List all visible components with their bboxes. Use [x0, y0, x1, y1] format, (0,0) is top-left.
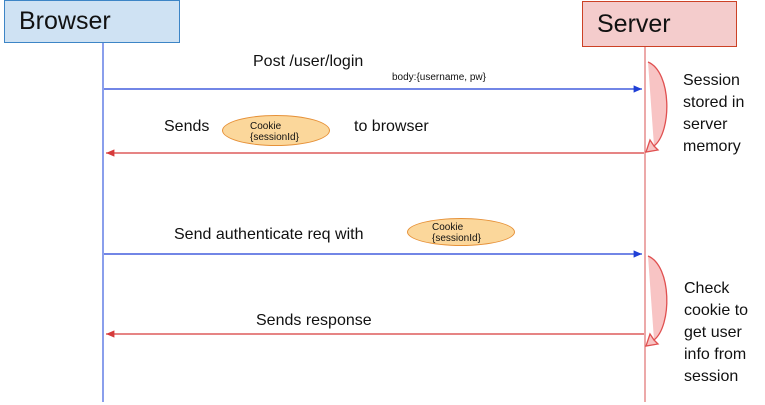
cookie-title: Cookie: [432, 222, 464, 233]
cookie-badge-2: Cookie {sessionId}: [407, 218, 515, 246]
check-self-arrow: [645, 255, 668, 347]
session-self-arrow: [645, 61, 668, 153]
browser-actor: Browser: [4, 0, 180, 43]
cookie-title: Cookie: [250, 121, 282, 132]
auth-request-label: Send authenticate req with: [174, 226, 364, 243]
server-label: Server: [597, 9, 671, 38]
note-line: stored in: [683, 94, 745, 111]
sends-prefix-label: Sends: [164, 118, 210, 135]
cookie-field: {sessionId}: [250, 132, 299, 143]
server-actor: Server: [582, 1, 737, 47]
note-line: session: [684, 368, 739, 385]
browser-label: Browser: [19, 7, 111, 35]
to-browser-label: to browser: [354, 118, 429, 135]
cookie-field: {sessionId}: [432, 233, 481, 244]
note-line: get user: [684, 324, 742, 341]
note-line: memory: [683, 138, 741, 155]
login-body-label: body:{username, pw}: [392, 72, 486, 83]
response-label: Sends response: [256, 312, 372, 329]
session-stored-note: Session stored in server memory: [683, 70, 744, 158]
login-message-label: Post /user/login: [253, 53, 364, 70]
check-cookie-note: Check cookie to get user info from sessi…: [684, 278, 748, 388]
note-line: cookie to: [684, 302, 749, 319]
note-line: Check: [684, 280, 730, 297]
cookie-badge-1: Cookie {sessionId}: [222, 115, 330, 146]
note-line: Session: [683, 72, 740, 89]
note-line: server: [683, 116, 728, 133]
note-line: info from: [684, 346, 747, 363]
